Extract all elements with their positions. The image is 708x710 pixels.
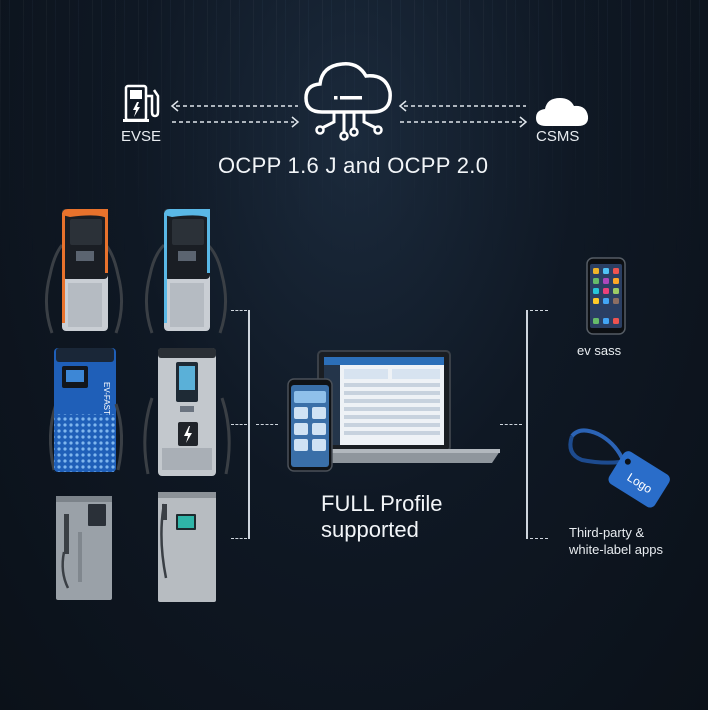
- full-profile-line1: FULL Profile: [321, 491, 443, 516]
- charger-grey-cabinet: [56, 496, 112, 600]
- evse-label: EVSE: [121, 128, 162, 145]
- ev-fast-text: EV-FAST: [102, 382, 111, 415]
- full-profile-line2: supported: [321, 517, 419, 542]
- charger-blue: [145, 209, 227, 334]
- charger-grey-screen: [143, 348, 231, 476]
- background-rain-lines: [0, 0, 708, 260]
- right-dash-app: [530, 310, 548, 311]
- connector-dash-row1: [231, 310, 247, 311]
- cloud-network-icon: [304, 62, 392, 141]
- csms-cloud-icon: [536, 98, 589, 126]
- center-to-right-dash: [500, 424, 522, 425]
- right-dash-third-party: [530, 538, 548, 539]
- protocol-title: OCPP 1.6 J and OCPP 2.0: [218, 153, 489, 178]
- connector-dash-row3: [231, 538, 247, 539]
- laptop-phone-illustration: [287, 350, 500, 472]
- left-bracket-line: [248, 310, 250, 539]
- ev-sass-label: ev sass: [577, 343, 622, 358]
- charger-ev-fast: EV-FAST: [48, 348, 124, 472]
- evse-pump-icon: [123, 84, 160, 122]
- third-party-line1: Third-party &: [569, 525, 645, 540]
- connector-dash-row2: [231, 424, 247, 425]
- third-party-line2: white-label apps: [569, 542, 663, 557]
- left-to-center-dash: [256, 424, 278, 425]
- cloud-csms-arrows: [398, 100, 528, 128]
- charger-cabinet-teal: [158, 492, 216, 602]
- right-bracket-line: [526, 310, 528, 539]
- evse-cloud-arrows: [170, 100, 300, 128]
- ev-sass-phone-icon: [586, 257, 626, 335]
- rfid-tag-icon: Logo: [568, 428, 670, 508]
- csms-label: CSMS: [536, 128, 580, 145]
- charger-orange: [45, 209, 123, 334]
